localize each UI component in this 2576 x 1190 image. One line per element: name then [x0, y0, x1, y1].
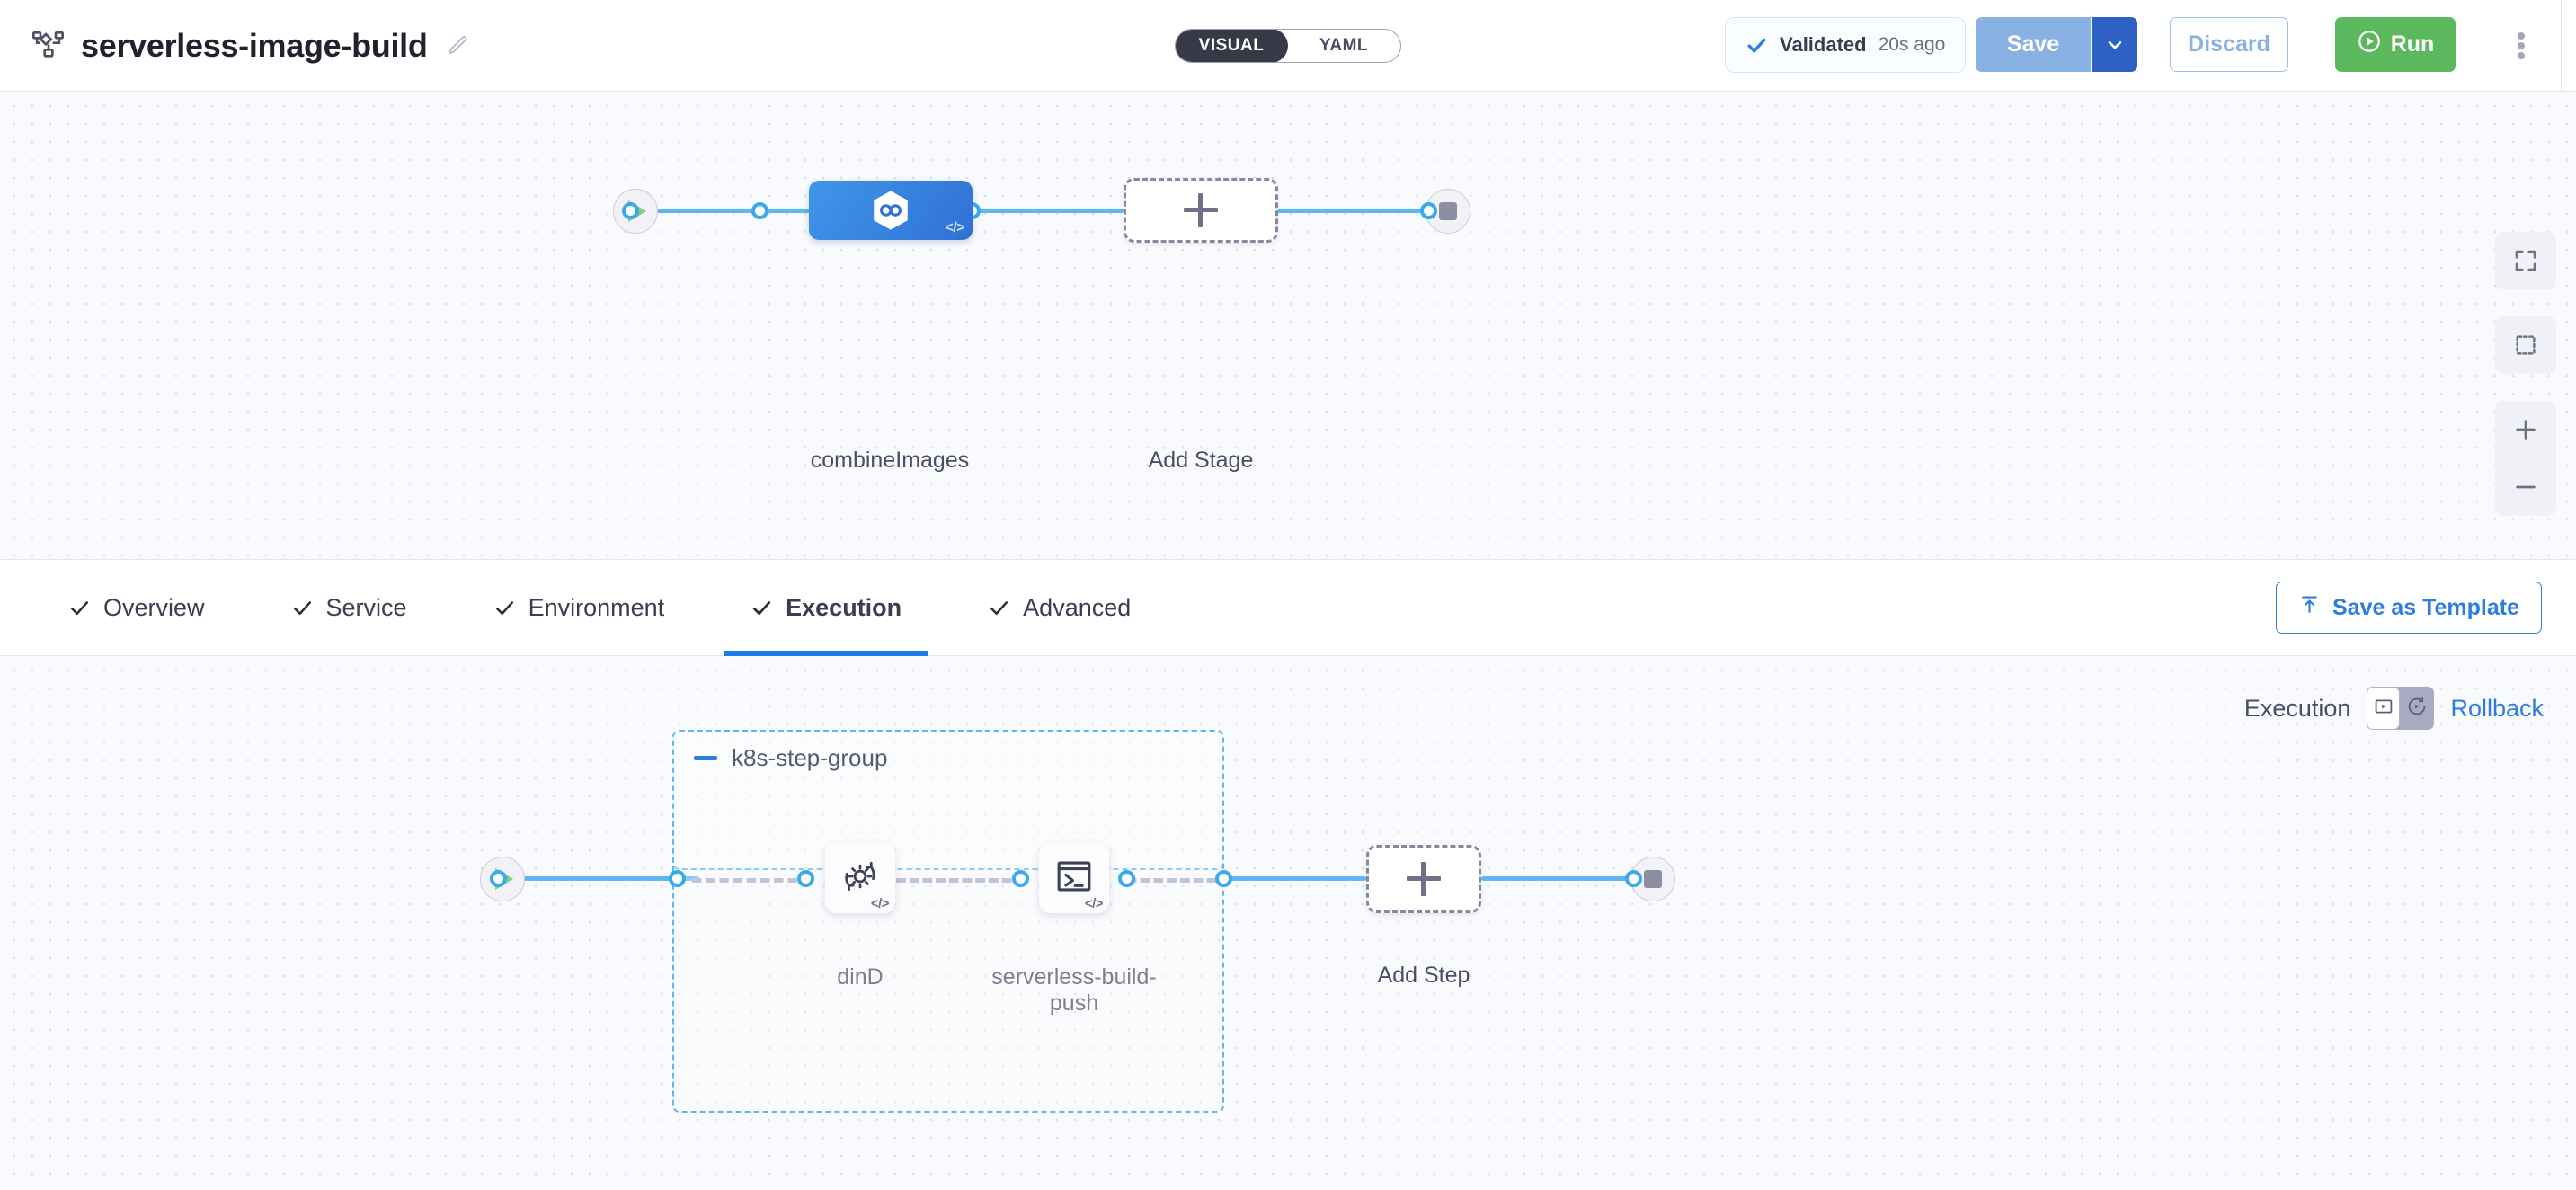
step-group-output-port[interactable] [1215, 870, 1232, 887]
rollback-arrow-icon [2406, 696, 2428, 722]
serverless-input-port[interactable] [1012, 870, 1029, 887]
check-icon [751, 597, 773, 619]
save-as-template-button[interactable]: Save as Template [2276, 582, 2542, 634]
canvas-controls [2495, 232, 2556, 516]
add-stage-label: Add Stage [1093, 448, 1309, 474]
mode-visual-button[interactable]: VISUAL [1175, 29, 1288, 63]
add-step-label: Add Step [1316, 963, 1532, 989]
tab-list: Overview Service Environment Execution [41, 560, 1190, 656]
edge-addstage-to-end [1276, 209, 1429, 213]
view-mode-toggle[interactable]: VISUAL YAML [1175, 29, 1401, 63]
start-output-port[interactable] [622, 202, 639, 219]
tab-label: Advanced [1023, 594, 1131, 622]
serverless-output-port[interactable] [1118, 870, 1135, 887]
step-group-label: k8s-step-group [732, 744, 887, 772]
step-group-header[interactable]: k8s-step-group [694, 744, 887, 772]
add-stage-button[interactable] [1124, 178, 1278, 243]
stop-icon [1439, 202, 1457, 220]
check-icon [1745, 34, 1768, 57]
terminal-icon [1053, 856, 1095, 897]
stage-config-tabbar: Overview Service Environment Execution [0, 559, 2576, 656]
plus-icon [1184, 193, 1218, 227]
upload-template-icon [2298, 593, 2321, 622]
tab-service[interactable]: Service [264, 560, 434, 656]
execution-label: Execution [2244, 695, 2351, 723]
tab-execution[interactable]: Execution [724, 560, 928, 656]
toggle-execution-button[interactable] [2367, 687, 2400, 730]
save-button-group[interactable]: Save [1976, 17, 2137, 72]
tab-overview[interactable]: Overview [41, 560, 232, 656]
dind-code-badge: </> [871, 896, 889, 911]
check-icon [291, 597, 314, 619]
check-icon [68, 597, 91, 619]
stop-icon [1644, 870, 1662, 888]
tab-label: Service [326, 594, 407, 622]
edge-stage-to-addstage [971, 209, 1124, 213]
step-node-serverless-build-push[interactable]: </> [1039, 843, 1109, 913]
execution-rollback-switcher: Execution Rol [2244, 687, 2544, 730]
marquee-select-icon[interactable] [2495, 316, 2556, 374]
pencil-icon[interactable] [446, 34, 469, 58]
edge-group-to-addstep [1222, 876, 1366, 881]
tab-label: Overview [103, 594, 205, 622]
rollback-label[interactable]: Rollback [2450, 695, 2544, 723]
end-input-port[interactable] [1420, 202, 1437, 219]
edge-start-to-stage [636, 209, 816, 213]
header-left: serverless-image-build [31, 0, 469, 91]
stage-input-port[interactable] [751, 202, 768, 219]
stage-label-combineimages: combineImages [773, 448, 1007, 474]
execution-end-input-port[interactable] [1625, 870, 1642, 887]
check-icon [988, 597, 1010, 619]
validated-label: Validated [1780, 33, 1867, 57]
zoom-out-button[interactable] [2495, 458, 2556, 516]
stage-node-combineimages[interactable]: </> [809, 181, 973, 240]
minus-icon[interactable] [694, 756, 717, 760]
serverless-code-badge: </> [1085, 896, 1103, 911]
discard-button[interactable]: Discard [2170, 17, 2288, 72]
tab-label: Environment [529, 594, 665, 622]
run-button[interactable]: Run [2335, 17, 2456, 72]
chevron-down-icon[interactable] [2091, 17, 2137, 72]
execution-rollback-toggle[interactable] [2367, 687, 2434, 730]
tab-environment[interactable]: Environment [466, 560, 692, 656]
execution-play-box-icon [2373, 696, 2394, 722]
pipeline-nodes-icon [31, 28, 67, 64]
status-badge[interactable]: Validated 20s ago [1725, 17, 1966, 73]
save-as-template-label: Save as Template [2332, 595, 2519, 621]
tab-advanced[interactable]: Advanced [961, 560, 1158, 656]
header-right-divider [2561, 0, 2562, 91]
save-button[interactable]: Save [1976, 17, 2091, 72]
stage-canvas[interactable]: </> combineImages Add Stage [0, 92, 2576, 559]
select-region-button[interactable] [2495, 316, 2556, 374]
step-node-dind[interactable]: </> [825, 843, 895, 913]
toggle-rollback-button[interactable] [2400, 687, 2433, 730]
fit-to-screen-button[interactable] [2495, 232, 2556, 289]
app-header: serverless-image-build VISUAL YAML Valid… [0, 0, 2576, 92]
step-group-input-port[interactable] [669, 870, 686, 887]
plus-icon [1407, 862, 1441, 896]
validated-timestamp: 20s ago [1879, 34, 1946, 56]
step-group-k8s[interactable]: k8s-step-group [672, 730, 1224, 1113]
stage-code-badge: </> [945, 220, 964, 236]
execution-canvas[interactable]: k8s-step-group [0, 656, 2576, 1190]
edge-addstep-to-end [1481, 876, 1634, 881]
check-icon [493, 597, 516, 619]
gear-rotate-icon [839, 856, 881, 897]
add-step-button[interactable] [1366, 845, 1481, 913]
dind-input-port[interactable] [797, 870, 814, 887]
play-circle-icon [2357, 29, 2382, 60]
harness-hexagon-icon [868, 188, 913, 233]
page-title: serverless-image-build [81, 27, 428, 65]
tab-label: Execution [786, 594, 902, 622]
execution-start-output-port[interactable] [490, 870, 507, 887]
zoom-controls[interactable] [2495, 401, 2556, 516]
zoom-in-button[interactable] [2495, 401, 2556, 458]
kebab-menu-icon[interactable] [2505, 30, 2537, 62]
run-label: Run [2391, 31, 2435, 58]
mode-yaml-button[interactable]: YAML [1287, 30, 1400, 62]
fullscreen-icon[interactable] [2495, 232, 2556, 289]
